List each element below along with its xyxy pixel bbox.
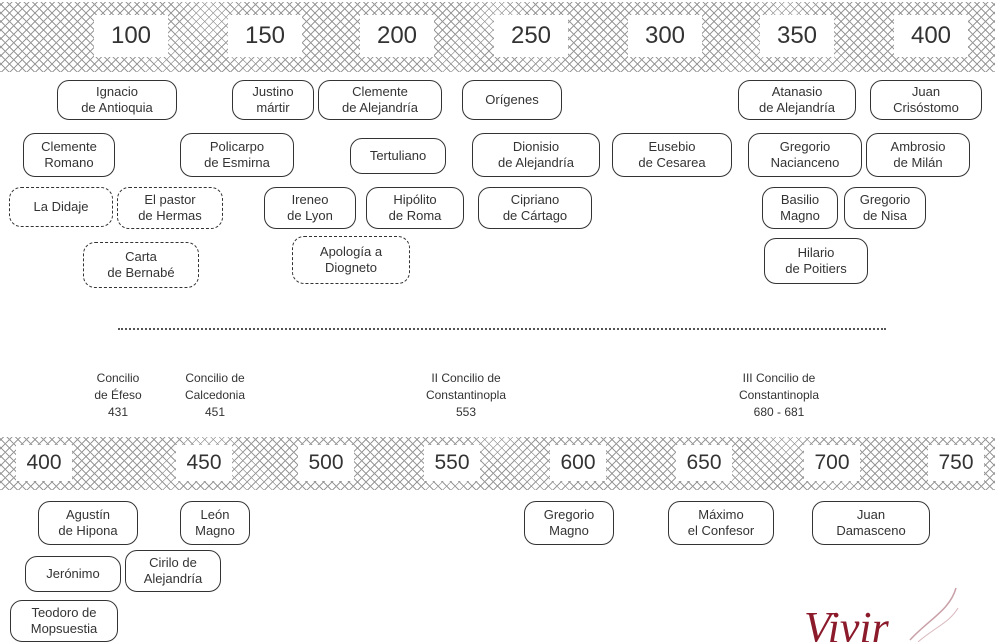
council-label: III Concilio de Constantinopla 680 - 681 [738,371,820,419]
bottom-timeline-band: 400 450 500 550 600 650 700 750 [0,437,995,490]
top-timeline-band: 100 150 200 250 300 350 400 [0,2,995,72]
figure-box: Clemente de Alejandría [318,80,442,120]
figure-box: Teodoro de Mopsuestia [10,600,118,642]
figure-box: Cirilo de Alejandría [125,550,221,592]
year-label: 600 [550,445,606,481]
figure-box: Juan Crisóstomo [870,80,982,120]
figure-box: León Magno [180,501,250,545]
figure-box: Máximo el Confesor [668,501,774,545]
year-label: 250 [494,15,568,57]
figure-box: Gregorio de Nisa [844,187,926,229]
council-label: II Concilio de Constantinopla 553 [425,371,507,419]
figure-box: Orígenes [462,80,562,120]
council-label: Concilio de Calcedonia 451 [184,371,246,419]
figure-box: Ireneo de Lyon [264,187,356,229]
figure-box: Clemente Romano [23,133,115,177]
figure-box: Hipólito de Roma [366,187,464,229]
anonymous-text-box: El pastor de Hermas [117,187,223,229]
year-label: 300 [628,15,702,57]
anonymous-text-box: Apología a Diogneto [292,236,410,284]
figure-box: Ambrosio de Milán [866,133,970,177]
figure-box: Dionisio de Alejandría [472,133,600,177]
year-label: 650 [676,445,732,481]
figure-box: Cipriano de Cártago [478,187,592,229]
logo-swash [917,607,959,642]
figure-box: Justino mártir [232,80,314,120]
year-label: 750 [928,445,984,481]
year-label: 550 [424,445,480,481]
year-label: 500 [298,445,354,481]
year-label: 350 [760,15,834,57]
year-label: 150 [228,15,302,57]
figure-box: Gregorio Nacianceno [748,133,862,177]
era-separator [118,328,886,330]
figure-box: Atanasio de Alejandría [738,80,856,120]
figure-box: Agustín de Hipona [38,501,138,545]
year-label: 100 [94,15,168,57]
year-label: 700 [804,445,860,481]
anonymous-text-box: Carta de Bernabé [83,242,199,288]
figure-box: Jerónimo [25,556,121,592]
figure-box: Ignacio de Antioquia [57,80,177,120]
anonymous-text-box: La Didaje [9,187,113,227]
year-label: 200 [360,15,434,57]
logo-swash [909,587,957,641]
figure-box: Eusebio de Cesarea [612,133,732,177]
figure-box: Hilario de Poitiers [764,238,868,284]
figure-box: Policarpo de Esmirna [180,133,294,177]
logo-text: Vivir [804,603,890,642]
year-label: 400 [16,445,72,481]
year-label: 400 [894,15,968,57]
vivir-logo: Vivir [804,587,959,642]
year-label: 450 [176,445,232,481]
figure-box: Juan Damasceno [812,501,930,545]
figure-box: Tertuliano [350,138,446,174]
figure-box: Gregorio Magno [524,501,614,545]
figure-box: Basilio Magno [762,187,838,229]
council-label: Concilio de Éfeso 431 [94,371,142,419]
